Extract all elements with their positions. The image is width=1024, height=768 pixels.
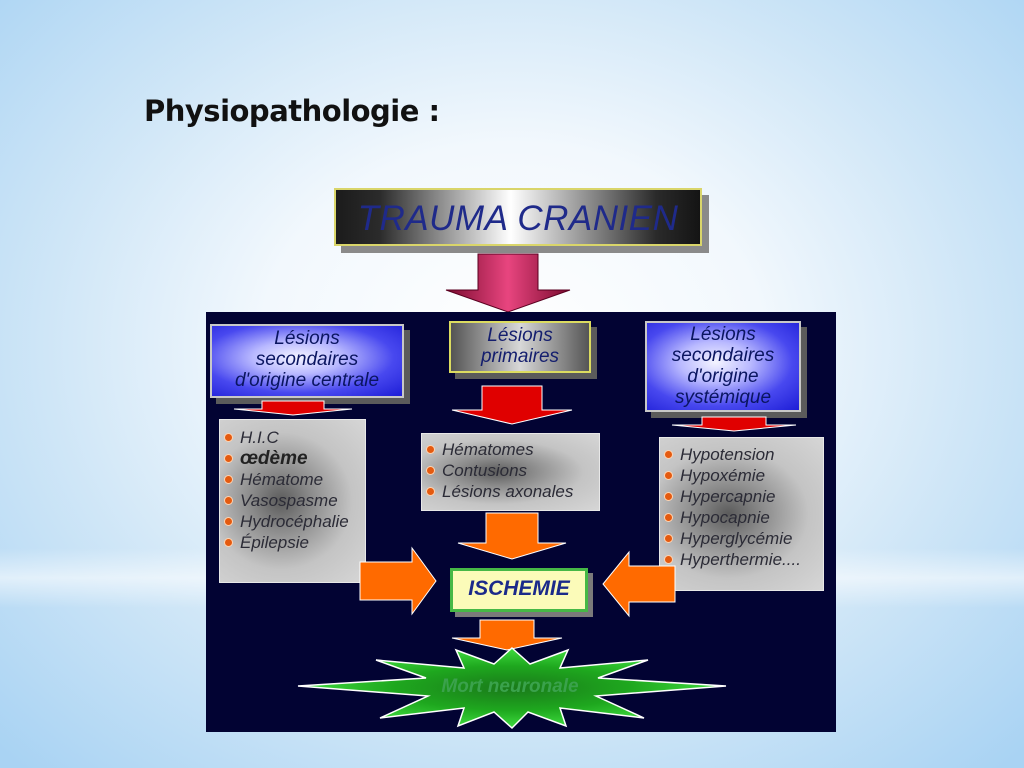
left-arrow-to-ischemie bbox=[602, 550, 676, 618]
list-item: Hydrocéphalie bbox=[220, 512, 365, 533]
trauma-cranien-label: TRAUMA CRANIEN bbox=[357, 199, 679, 238]
category-lesions-primaires: Lésions primaires bbox=[449, 321, 591, 373]
list-item: Hypocapnie bbox=[660, 508, 823, 529]
list-item: Épilepsie bbox=[220, 533, 365, 554]
list-item: Hématomes bbox=[422, 440, 599, 461]
list-item: Vasospasme bbox=[220, 491, 365, 512]
list-item: Hyperglycémie bbox=[660, 529, 823, 550]
list-item: Hématome bbox=[220, 470, 365, 491]
mort-neuronale-label: Mort neuronale bbox=[441, 676, 579, 697]
category-line: systémique bbox=[674, 387, 772, 408]
ischemie-label: ISCHEMIE bbox=[468, 577, 570, 600]
list-item: Hyperthermie.... bbox=[660, 550, 823, 571]
list-item: H.I.C bbox=[220, 428, 365, 449]
category-line: d'origine bbox=[687, 366, 759, 387]
list-item: œdème bbox=[220, 449, 365, 470]
down-arrow-top bbox=[445, 253, 571, 313]
down-arrow-right bbox=[671, 416, 797, 432]
right-arrow-to-ischemie bbox=[359, 546, 437, 616]
list-item: Hypercapnie bbox=[660, 487, 823, 508]
category-lesions-secondaires-systemique: Lésions secondaires d'origine systémique bbox=[645, 321, 801, 412]
category-line: Lésions bbox=[690, 324, 756, 345]
category-line: Lésions bbox=[487, 325, 553, 346]
ischemie-box: ISCHEMIE bbox=[450, 568, 588, 612]
list-center: Hématomes Contusions Lésions axonales bbox=[421, 433, 600, 511]
down-arrow-left bbox=[233, 400, 353, 416]
slide-title: Physiopathologie : bbox=[144, 94, 440, 128]
list-item: Contusions bbox=[422, 461, 599, 482]
list-left: H.I.C œdème Hématome Vasospasme Hydrocép… bbox=[219, 419, 366, 583]
down-arrow-to-ischemie bbox=[457, 512, 567, 560]
category-line: Lésions bbox=[274, 328, 340, 349]
down-arrow-center bbox=[451, 385, 573, 425]
trauma-cranien-box: TRAUMA CRANIEN bbox=[334, 188, 702, 246]
list-item: Hypotension bbox=[660, 445, 823, 466]
category-lesions-secondaires-centrale: Lésions secondaires d'origine centrale bbox=[210, 324, 404, 398]
category-line: secondaires bbox=[671, 345, 775, 366]
down-arrow-to-mort bbox=[451, 619, 563, 651]
category-line: primaires bbox=[480, 346, 560, 367]
list-item: Hypoxémie bbox=[660, 466, 823, 487]
list-item: Lésions axonales bbox=[422, 482, 599, 503]
starburst-icon bbox=[297, 646, 727, 730]
category-line: secondaires bbox=[255, 349, 359, 370]
category-line: d'origine centrale bbox=[234, 370, 380, 391]
list-right: Hypotension Hypoxémie Hypercapnie Hypoca… bbox=[659, 437, 824, 591]
